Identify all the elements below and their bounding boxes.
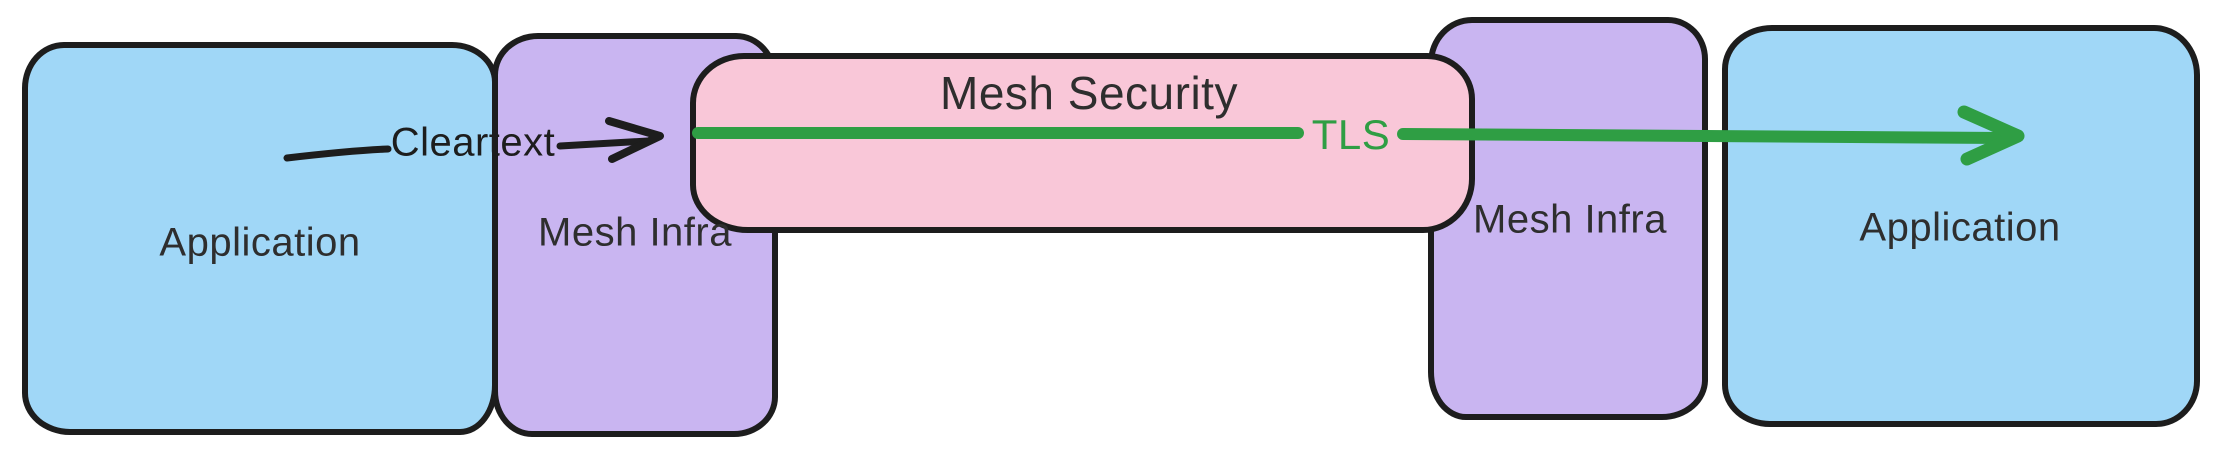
- cleartext-arrow-label: Cleartext: [390, 120, 556, 165]
- mesh-security-label: Mesh Security: [940, 67, 1238, 119]
- tls-arrow-label: TLS: [1311, 111, 1391, 158]
- application-box-right: [1722, 25, 2200, 427]
- mesh-infra-label-left: Mesh Infra: [538, 210, 732, 255]
- application-label-left: Application: [159, 220, 361, 265]
- mesh-security-box: [690, 53, 1475, 233]
- application-box-left: [22, 42, 498, 435]
- mesh-infra-label-right: Mesh Infra: [1473, 197, 1667, 242]
- application-label-right: Application: [1859, 205, 2061, 250]
